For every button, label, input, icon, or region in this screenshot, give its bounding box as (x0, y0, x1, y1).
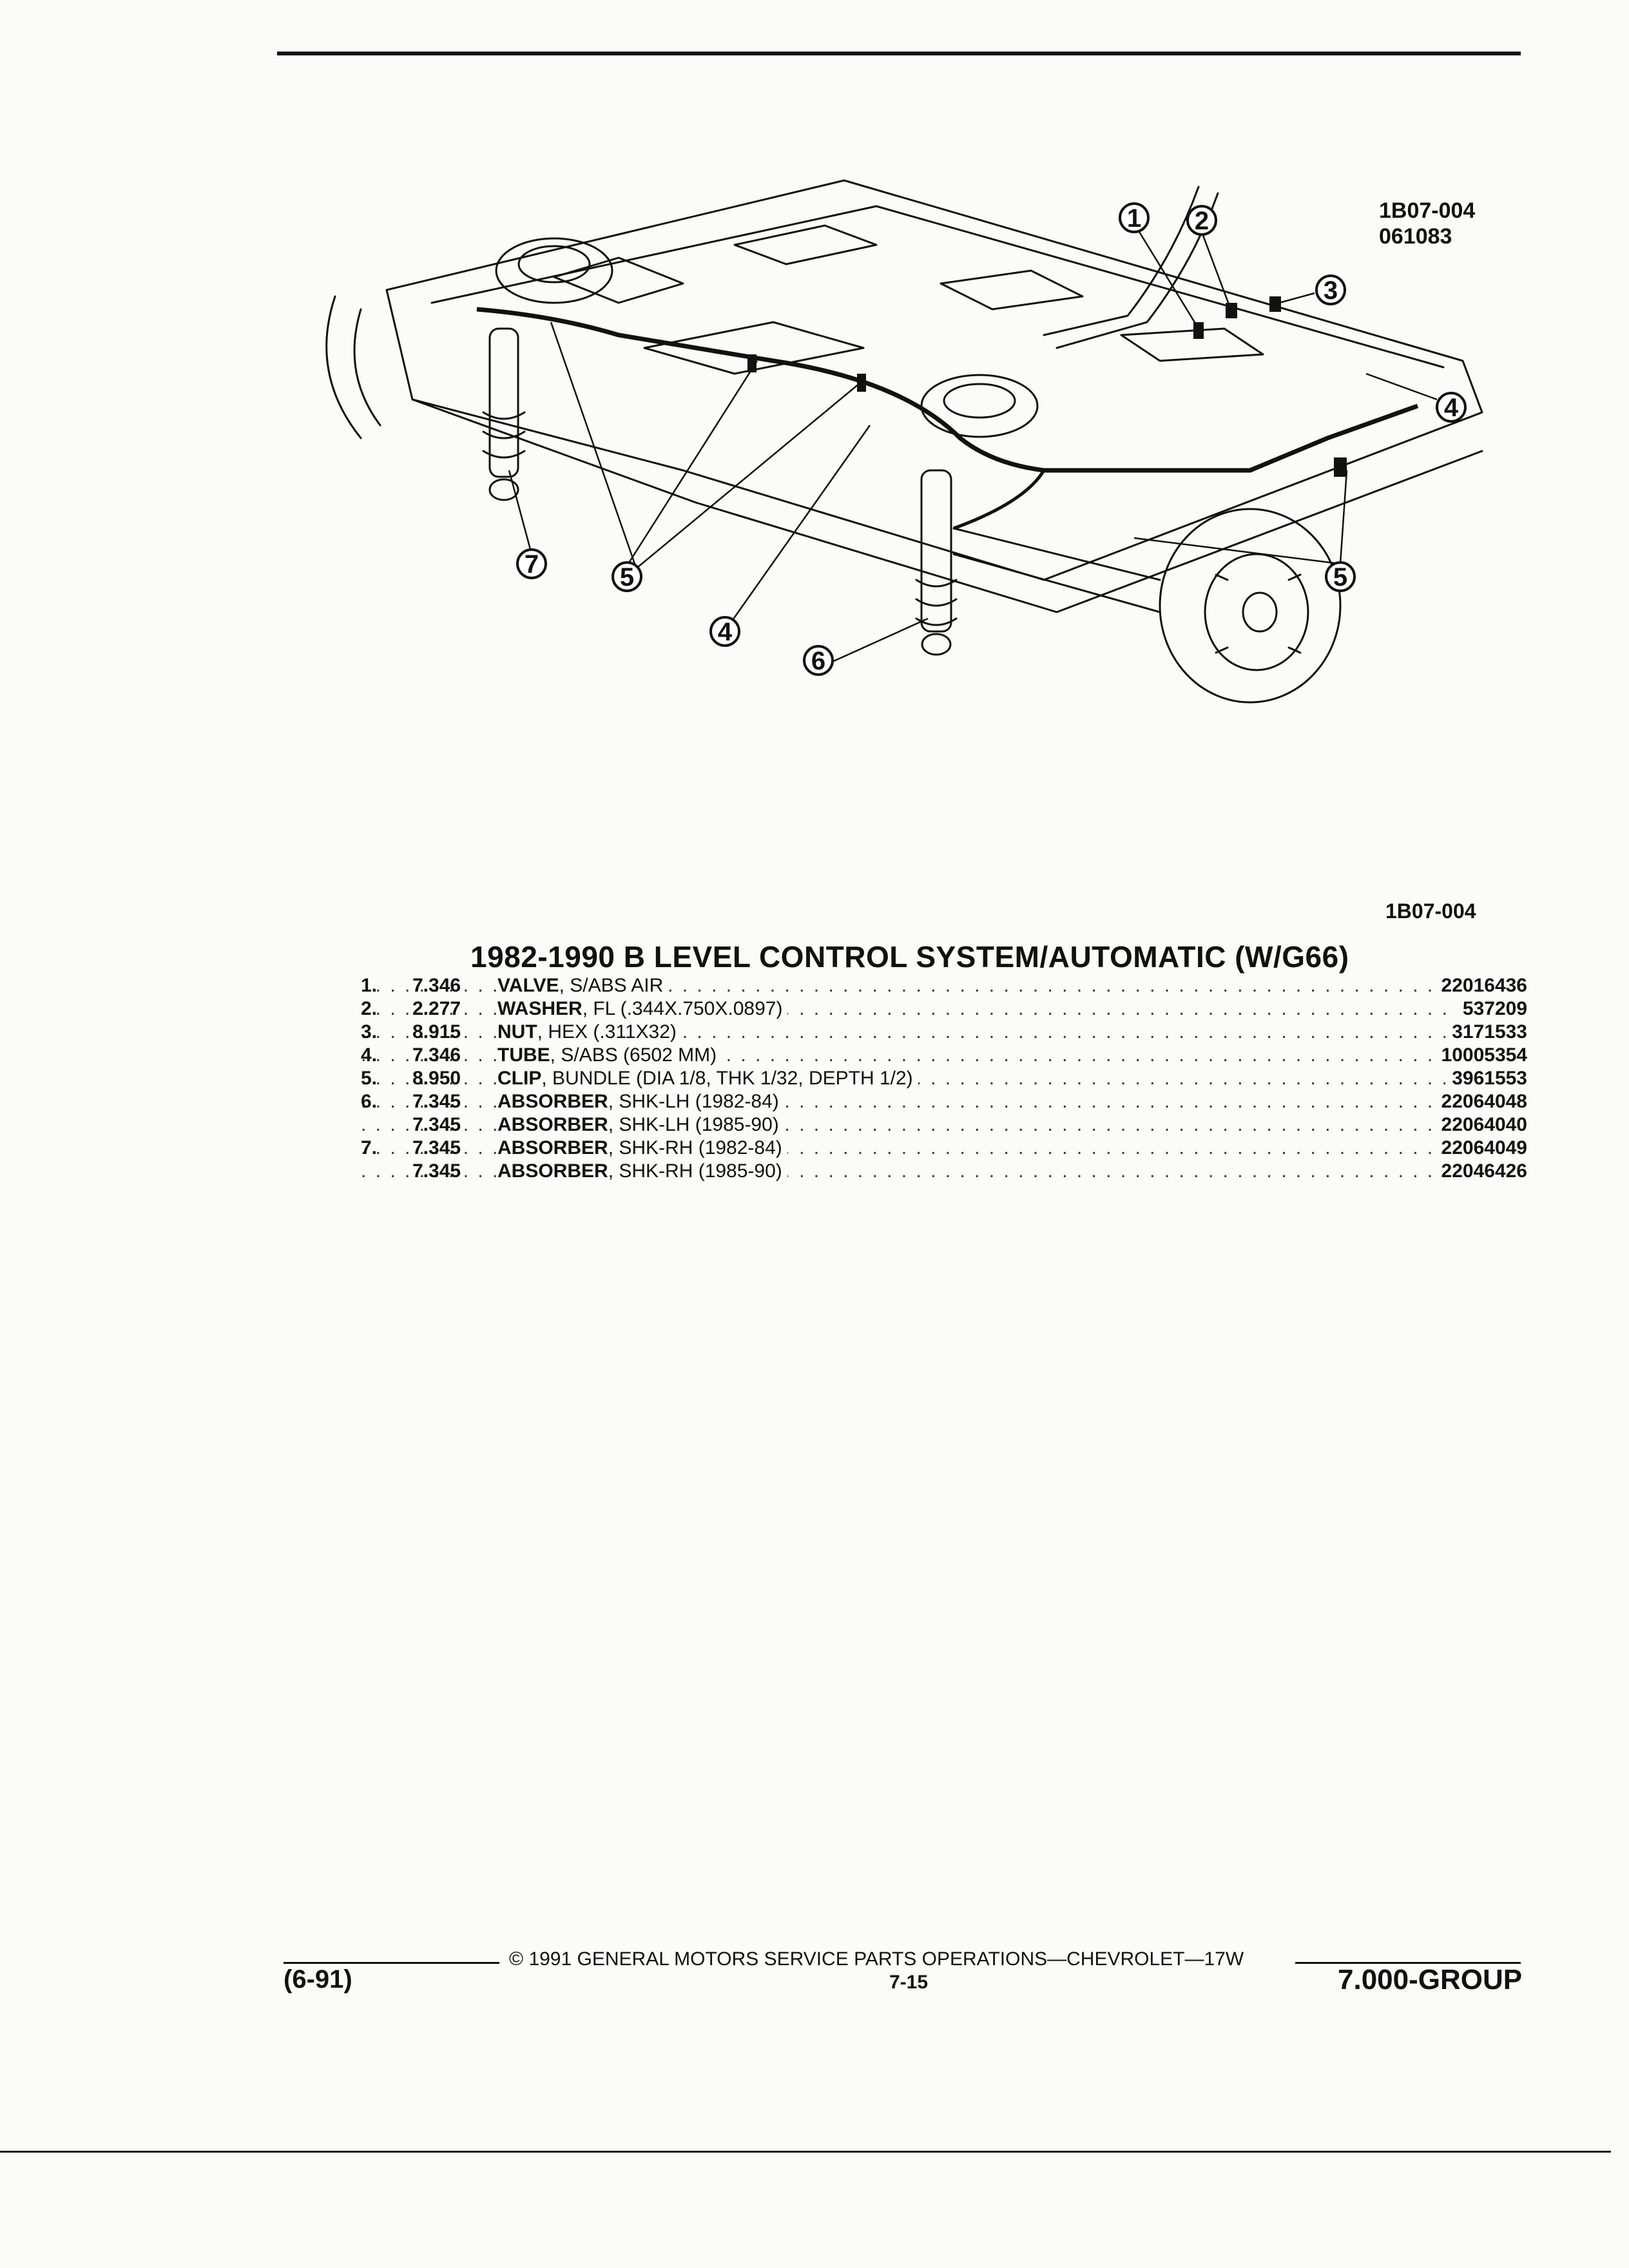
level-control-diagram: 1 2 3 4 4 5 5 6 7 (325, 179, 1483, 704)
parts-list: . . . . . . . . . . . . . . . . . . . . … (361, 974, 1527, 1183)
svg-text:1: 1 (1127, 204, 1141, 233)
group-code: 7.345 (412, 1091, 461, 1112)
part-number: 537209 (1456, 997, 1527, 1021)
part-number: 22064040 (1434, 1113, 1527, 1137)
svg-text:7: 7 (525, 550, 539, 579)
svg-text:4: 4 (1444, 394, 1459, 422)
footer-rule-right (1295, 1962, 1521, 1964)
figure-id: 1B07-004 (1379, 198, 1476, 223)
parts-row: . . . . . . . . . . . . . . . . . . . . … (361, 1021, 1527, 1044)
callout-6: 6 (803, 645, 834, 676)
parts-row: . . . . . . . . . . . . . . . . . . . . … (361, 1113, 1527, 1137)
figure-date: 061083 (1379, 224, 1452, 249)
part-number: 3961553 (1445, 1067, 1527, 1090)
parts-row: . . . . . . . . . . . . . . . . . . . . … (361, 997, 1527, 1021)
callout-4-right: 4 (1436, 392, 1467, 423)
parts-row: . . . . . . . . . . . . . . . . . . . . … (361, 1160, 1527, 1183)
group-code: 7.345 (412, 1160, 461, 1182)
spring-seat-left (495, 237, 613, 304)
part-number: 22046426 (1434, 1160, 1527, 1183)
brake-drum (1159, 508, 1342, 704)
part-description: , SHK-RH (1985-90) (608, 1160, 782, 1182)
svg-text:3: 3 (1324, 276, 1338, 305)
parts-row: . . . . . . . . . . . . . . . . . . . . … (361, 1137, 1527, 1160)
part-description: , S/ABS (6502 MM) (550, 1044, 717, 1066)
part-description: , S/ABS AIR (559, 975, 664, 996)
shock-absorber-rh (488, 327, 519, 478)
part-description: , HEX (.311X32) (537, 1021, 677, 1043)
section-title: 1982-1990 B LEVEL CONTROL SYSTEM/AUTOMAT… (470, 940, 1349, 974)
callout-numbers: 1 2 3 4 4 5 5 6 7 (516, 202, 1467, 676)
floor-pan-outline (385, 179, 1483, 581)
callout-5-left: 5 (612, 561, 642, 592)
part-description: , BUNDLE (DIA 1/8, THK 1/32, DEPTH 1/2) (541, 1068, 913, 1089)
group-code: 2.277 (412, 998, 461, 1019)
part-number: 22016436 (1434, 974, 1527, 997)
parts-row: . . . . . . . . . . . . . . . . . . . . … (361, 1067, 1527, 1090)
svg-text:5: 5 (1333, 563, 1347, 591)
frame-rail (430, 205, 1445, 369)
axle-housing (952, 527, 1161, 613)
item-number: 3. (361, 1021, 378, 1043)
part-description: , SHK-LH (1985-90) (608, 1114, 779, 1135)
valve-fittings (747, 296, 1347, 477)
group-code: 7.346 (412, 975, 461, 996)
part-description: , FL (.344X.750X.0897) (582, 998, 783, 1019)
part-name: ABSORBER (497, 1091, 608, 1112)
left-wheel (325, 295, 381, 439)
part-number: 22064049 (1434, 1137, 1527, 1160)
group-code: 7.346 (412, 1044, 461, 1066)
group-label: 7.000-GROUP (1338, 1964, 1523, 1995)
item-number: 7. (361, 1137, 378, 1158)
part-name: VALVE (497, 975, 559, 996)
callout-2: 2 (1186, 205, 1217, 236)
svg-text:5: 5 (620, 563, 634, 591)
footer-copyright: © 1991 GENERAL MOTORS SERVICE PARTS OPER… (509, 1948, 1244, 1970)
part-number: 10005354 (1434, 1044, 1527, 1067)
bottom-rule (0, 2151, 1611, 2153)
part-number: 3171533 (1445, 1021, 1527, 1044)
part-name: NUT (497, 1021, 537, 1043)
parts-row: . . . . . . . . . . . . . . . . . . . . … (361, 1044, 1527, 1067)
callout-1: 1 (1119, 202, 1150, 233)
part-number: 22064048 (1434, 1090, 1527, 1113)
part-description: , SHK-LH (1982-84) (608, 1091, 779, 1112)
item-number: 6. (361, 1091, 378, 1112)
part-name: WASHER (497, 998, 583, 1019)
revision-date: (6-91) (284, 1965, 352, 1994)
svg-text:6: 6 (811, 647, 825, 675)
callout-5-right: 5 (1325, 561, 1356, 592)
parts-row: . . . . . . . . . . . . . . . . . . . . … (361, 974, 1527, 997)
frame-rail-lower (411, 398, 1483, 613)
group-code: 8.915 (412, 1021, 461, 1043)
air-tube (476, 307, 1419, 473)
callout-4-left: 4 (709, 616, 740, 647)
top-rule (277, 52, 1521, 55)
callout-7: 7 (516, 548, 547, 579)
item-number: 2. (361, 998, 378, 1019)
group-code: 7.345 (412, 1137, 461, 1158)
exhaust-pipe (1043, 186, 1200, 336)
callout-3: 3 (1315, 274, 1346, 305)
parts-row: . . . . . . . . . . . . . . . . . . . . … (361, 1090, 1527, 1113)
part-name: ABSORBER (497, 1114, 608, 1135)
page-number: 7-15 (889, 1972, 929, 1993)
figure-caption-id: 1B07-004 (1385, 899, 1476, 923)
item-number: 5. (361, 1068, 378, 1089)
part-name: ABSORBER (497, 1137, 608, 1158)
group-code: 7.345 (412, 1114, 461, 1135)
item-number: 1. (361, 975, 378, 996)
footer-rule-left (284, 1962, 499, 1964)
part-name: ABSORBER (497, 1160, 608, 1182)
group-code: 8.950 (412, 1068, 461, 1089)
part-name: CLIP (497, 1068, 542, 1089)
shock-absorber-lh (920, 469, 952, 633)
part-description: , SHK-RH (1982-84) (608, 1137, 782, 1158)
svg-text:2: 2 (1195, 207, 1209, 235)
part-name: TUBE (497, 1044, 550, 1066)
item-number: 4. (361, 1044, 378, 1066)
svg-text:4: 4 (718, 618, 733, 646)
